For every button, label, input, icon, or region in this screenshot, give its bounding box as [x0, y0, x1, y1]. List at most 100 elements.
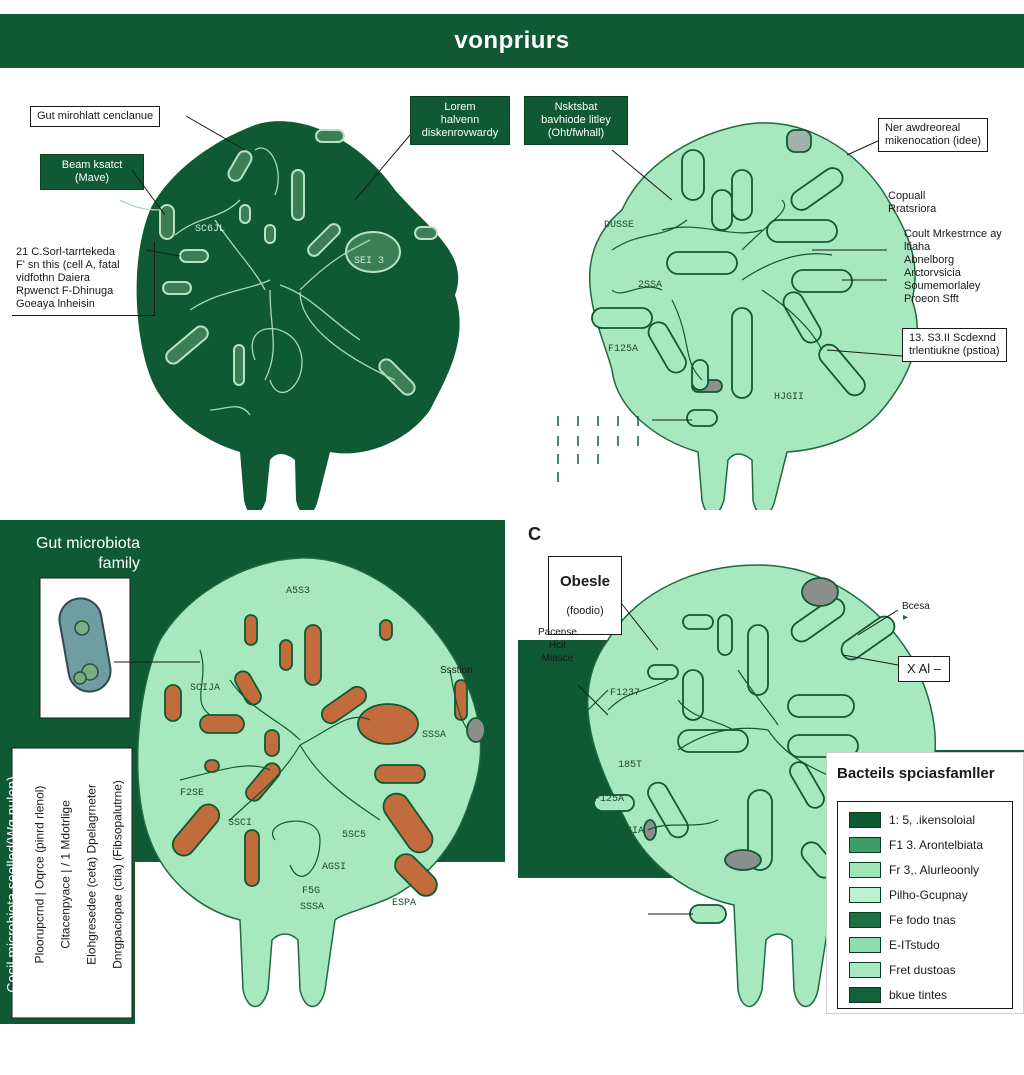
bacterium: [789, 761, 825, 809]
callout-right-mid: Coult Mrkestrnce ay ltiaha Abnelborg Arc…: [904, 228, 1002, 305]
bacterium: [666, 251, 738, 275]
panel-b-diagram: [557, 122, 918, 510]
legend-label: bkue tintes: [889, 988, 948, 1002]
legend-item: F1 3. Arontelbiata: [849, 836, 983, 854]
bacterium-gray: [724, 849, 762, 871]
bacterium: [382, 792, 434, 854]
mini-label: F2SE: [180, 788, 205, 799]
legend-title: Bacteils spciasfamller: [837, 765, 995, 782]
callout-side-note: 21 C.Sorl-tarrtekeda F' sn this (cell A,…: [12, 242, 155, 316]
legend-label: Fe fodo tnas: [889, 913, 956, 927]
panel-b: Nsktsbat bavhiode litley (Oht/fwhall) Ne…: [512, 80, 1024, 510]
panel-c-title: Gut microbiota family: [35, 535, 140, 572]
bacterium: [786, 129, 812, 153]
bacterium: [677, 729, 749, 753]
bacterium: [378, 358, 416, 396]
bacterium: [681, 149, 705, 201]
legend-swatch: [849, 862, 881, 878]
organ-shape-dark: [136, 121, 460, 510]
bacterium: [717, 614, 733, 656]
bacterium: [454, 679, 468, 721]
panel-a-diagram: [119, 121, 460, 510]
mini-label: SCIJA: [190, 683, 221, 694]
mini-label: DUSSE: [604, 220, 635, 231]
bacterium: [279, 639, 293, 671]
obese-title: Obesle: [559, 573, 611, 590]
mini-label: AGSI: [322, 862, 347, 873]
bacterium: [787, 734, 859, 758]
inset-card: [39, 577, 200, 719]
mini-label: ESPA: [392, 898, 417, 909]
legend-item: Fret dustoas: [849, 961, 956, 979]
legend-swatch: [849, 937, 881, 953]
flagella-b: [611, 199, 833, 381]
mini-label: SC6JL: [195, 224, 226, 235]
bacterium: [291, 169, 305, 221]
bacterium: [307, 223, 341, 257]
callout-beam-kseket: Beam ksatct (Mave): [40, 154, 144, 190]
bacterium: [199, 714, 245, 734]
organ-shape-mint: [588, 122, 918, 510]
bacterium: [682, 669, 704, 721]
bacterium: [682, 614, 714, 630]
bacterium-large: [357, 703, 419, 745]
bacterium: [233, 344, 245, 386]
mini-label: SSCI: [228, 818, 253, 829]
panel-d-right-top: Bcesa: [902, 601, 930, 612]
bacterium: [689, 904, 727, 924]
title-banner: vonpriurs: [0, 14, 1024, 68]
panel-d-left-labels: Pacense Hcit Miasce: [538, 627, 577, 664]
callout-lorem: Lorem halvenn diskenrovwardy: [410, 96, 510, 145]
bacterium: [711, 189, 733, 231]
vertical-col-1: Ploorupcrnd | Oqrce (pinrd rlenol): [32, 785, 47, 964]
bacterium: [731, 307, 753, 399]
bacterium-gray: [643, 819, 657, 841]
bacterium: [164, 684, 182, 722]
bacterium: [747, 789, 773, 871]
panel-c-side-label: Ssstion: [440, 665, 473, 676]
legend-swatch: [849, 912, 881, 928]
bacterium: [591, 307, 653, 329]
mini-label: SSSA: [422, 730, 447, 741]
panel-a: Gut mirohlatt cenclanue Beam ksatct (Mav…: [0, 80, 512, 510]
bacteria-group-d: [593, 577, 896, 924]
mini-label: SSSA: [300, 902, 325, 913]
mini-label: F16SIA: [608, 826, 645, 837]
bacterium: [245, 762, 281, 802]
mini-label: 5SC5: [342, 830, 367, 841]
legend-item: E-ITstudo: [849, 936, 940, 954]
bacterium: [320, 685, 368, 725]
legend-item: Fr 3,. Alurleoonly: [849, 861, 979, 879]
legend-swatch: [849, 887, 881, 903]
bacteria-group-c: [164, 614, 486, 897]
bacterium-gray: [801, 577, 839, 607]
bacterium: [766, 219, 838, 243]
bacterium: [414, 226, 438, 240]
bacterium: [379, 619, 393, 641]
callout-xai: X Al –: [898, 656, 950, 682]
bacterium: [731, 169, 753, 221]
bacterium: [782, 291, 822, 344]
bacterium: [691, 359, 709, 391]
bacterium: [790, 597, 846, 643]
callout-right-box: 13. S3.II Scdexnd trlentiukne (pstioa): [902, 328, 1007, 362]
page-title: vonpriurs: [454, 27, 570, 54]
bacterium: [244, 829, 260, 887]
panel-c-diagram: [0, 520, 505, 1024]
bacterium: [647, 321, 687, 374]
bacteria-group-a: [159, 129, 438, 396]
bacterium: [239, 204, 251, 224]
bacterium: [162, 281, 192, 295]
bacterium: [747, 624, 769, 696]
bacterium: [264, 224, 276, 244]
bacterium: [394, 853, 438, 897]
mini-label: F5G: [302, 886, 321, 897]
bacterium: [171, 803, 221, 857]
obese-subtitle: (foodio): [566, 605, 604, 617]
callout-gut-conclusion: Gut mirohlatt cenclanue: [30, 106, 161, 127]
bacterium: [647, 664, 679, 680]
legend-label: E-ITstudo: [889, 938, 940, 952]
callout-coputl: Copuall Rratsriora: [888, 190, 937, 215]
bacterium: [304, 624, 322, 686]
bacteria-group-b: [591, 129, 866, 427]
